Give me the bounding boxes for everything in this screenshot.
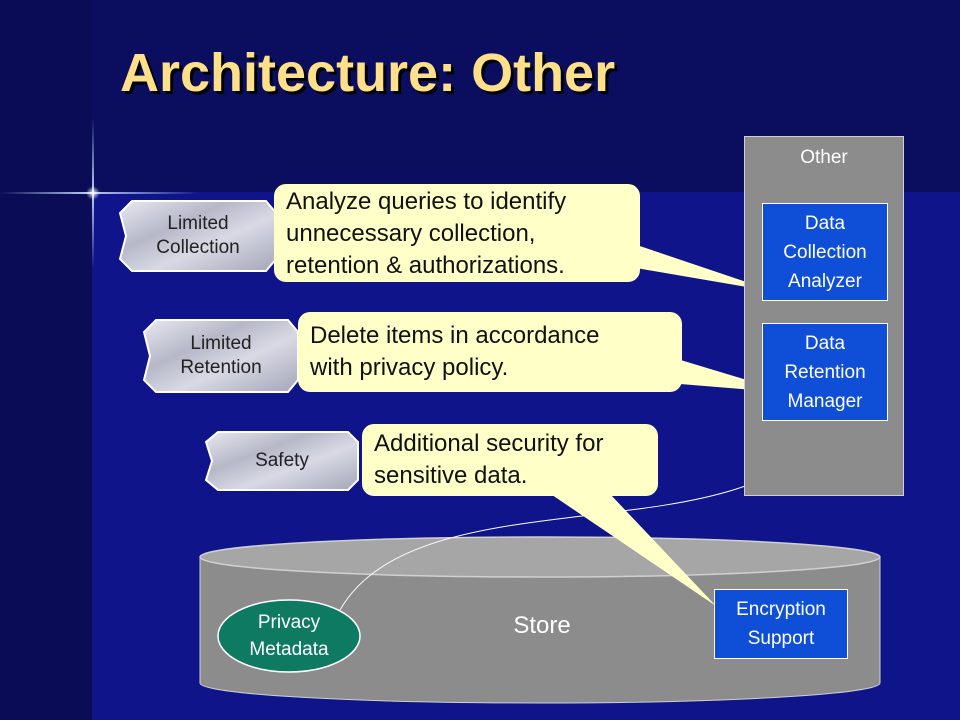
sparkle-horizontal-ray: [0, 192, 200, 194]
data-collection-analyzer-label: Data Collection Analyzer: [783, 212, 867, 292]
limited-retention-label: Limited Retention: [180, 333, 262, 378]
callout-tail-collection: [610, 236, 776, 292]
callout-collection: Analyze queries to identify unnecessary …: [274, 184, 640, 282]
data-collection-analyzer-box: Data Collection Analyzer: [762, 203, 888, 301]
page-title: Architecture: Other: [120, 43, 616, 103]
other-panel-label: Other: [800, 147, 848, 168]
safety-label: Safety: [255, 450, 309, 471]
callout-retention-text: Delete items in accordance with privacy …: [310, 322, 600, 381]
encryption-support-label: Encryption Support: [736, 599, 826, 649]
limited-collection-scroll: [118, 200, 277, 272]
privacy-metadata-label: Privacy Metadata: [249, 612, 329, 660]
callout-collection-text: Analyze queries to identify unnecessary …: [286, 188, 567, 279]
encryption-support-box: Encryption Support: [714, 589, 848, 659]
data-retention-manager-label: Data Retention Manager: [784, 332, 866, 412]
safety-scroll: [204, 431, 359, 491]
privacy-metadata-label-box: Privacy Metadata: [218, 600, 360, 672]
callout-safety: Additional security for sensitive data.: [362, 424, 658, 496]
safety-label-box: Safety: [212, 432, 352, 490]
limited-retention-scroll: [142, 319, 299, 393]
callout-tail-safety: [530, 480, 716, 606]
limited-collection-label-box: Limited Collection: [126, 201, 270, 271]
sparkle-star-icon: [86, 186, 100, 200]
store-label: Store: [513, 612, 571, 639]
callout-safety-text: Additional security for sensitive data.: [374, 430, 604, 489]
store-cylinder: [199, 536, 881, 704]
data-retention-manager-box: Data Retention Manager: [762, 323, 888, 421]
background-left-band: [0, 0, 92, 720]
privacy-metadata-ellipse: [217, 599, 361, 673]
callout-retention: Delete items in accordance with privacy …: [298, 312, 682, 392]
limited-collection-label: Limited Collection: [156, 213, 240, 258]
other-panel: Other: [744, 136, 904, 496]
limited-retention-label-box: Limited Retention: [150, 320, 292, 392]
